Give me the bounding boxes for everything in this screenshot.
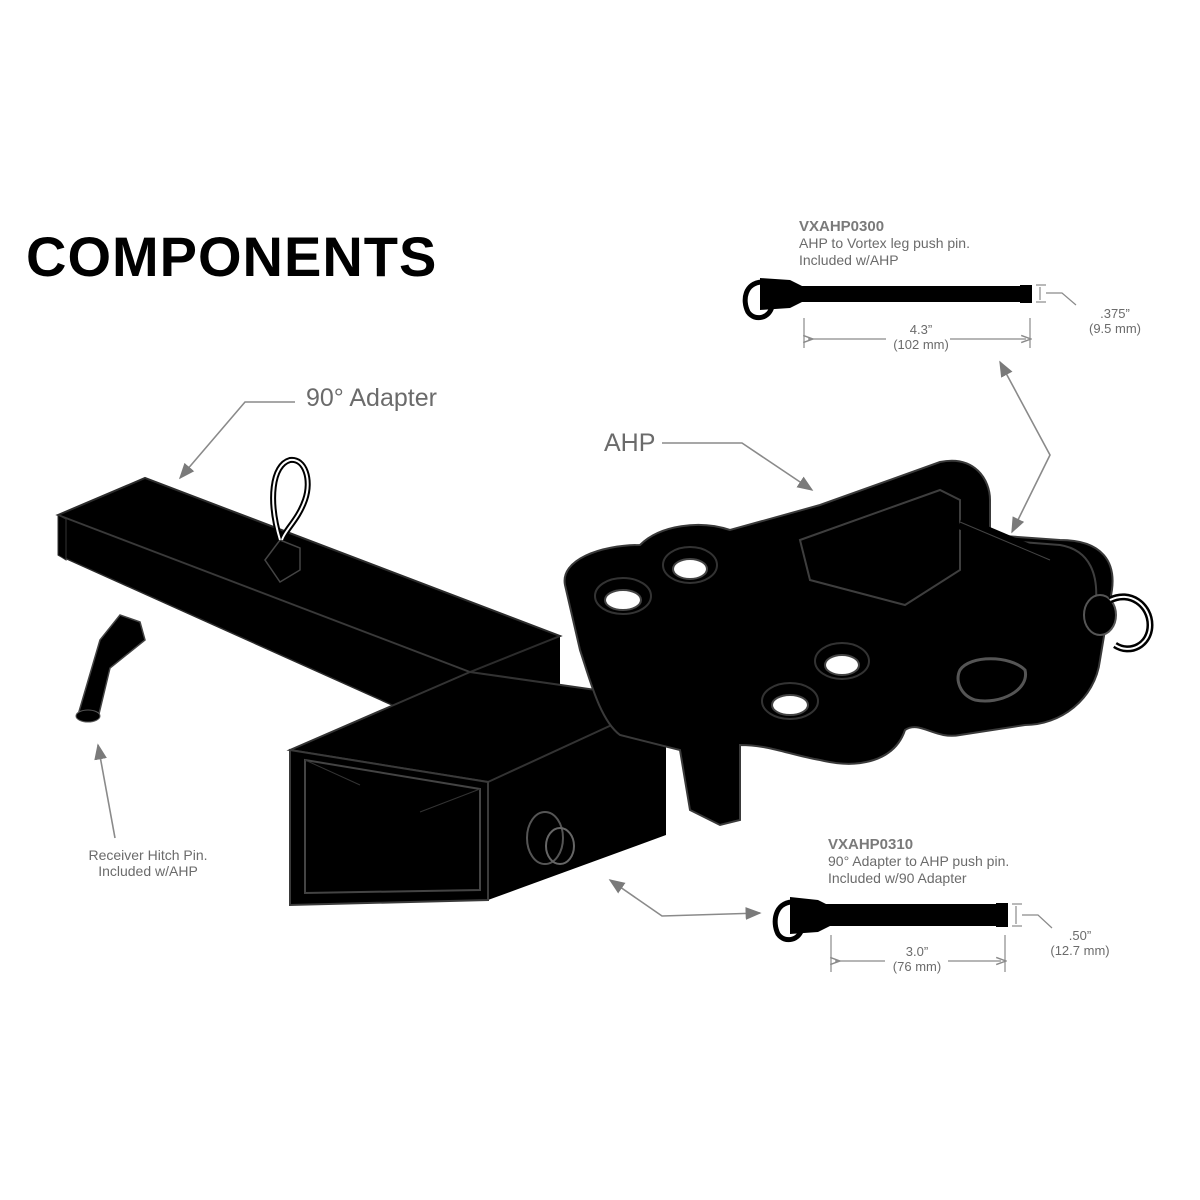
pin-bottom-desc-line1: 90° Adapter to AHP push pin. <box>828 853 1010 869</box>
pin-top-length-in: 4.3” <box>909 322 933 337</box>
pin-top-length-dim <box>804 318 1030 348</box>
pin-bottom-link-arrow <box>608 879 762 920</box>
receiver-pin-label-line1: Receiver Hitch Pin. <box>88 847 208 863</box>
pin-top-diameter-mm: (9.5 mm) <box>1089 321 1141 336</box>
pin-top-info: VXAHP0300 AHP to Vortex leg push pin. In… <box>799 218 970 269</box>
pin-bottom-info: VXAHP0310 90° Adapter to AHP push pin. I… <box>828 836 1009 887</box>
pin-top-diameter-dim <box>1036 284 1077 306</box>
pin-bottom-code: VXAHP0310 <box>828 836 914 853</box>
pin-top-drawing <box>742 278 1032 321</box>
pin-bottom-diameter-mm: (12.7 mm) <box>1050 943 1110 958</box>
receiver-pin-leader-arrow <box>94 743 116 839</box>
pin-bottom-length-label: 3.0” (76 mm) <box>874 944 960 974</box>
pin-bottom-diameter-label: .50” (12.7 mm) <box>1040 928 1120 958</box>
page-title: COMPONENTS <box>26 225 438 288</box>
receiver-pin-label-line2: Included w/AHP <box>98 863 198 879</box>
ahp-leader-arrow <box>662 442 814 491</box>
pin-bottom-length-mm: (76 mm) <box>892 959 942 974</box>
adapter-label: 90° Adapter <box>306 384 437 412</box>
ahp-label: AHP <box>604 429 656 457</box>
pin-top-code: VXAHP0300 <box>799 218 885 235</box>
pin-bottom-length-dim <box>831 935 1005 972</box>
pin-top-length-label: 4.3” (102 mm) <box>876 322 966 352</box>
pin-top-desc-line1: AHP to Vortex leg push pin. <box>799 235 970 251</box>
adapter-leader-arrow <box>178 401 295 480</box>
pin-bottom-desc-line2: Included w/90 Adapter <box>828 870 967 886</box>
receiver-pin-label: Receiver Hitch Pin. Included w/AHP <box>58 847 238 879</box>
pin-bottom-diameter-in: .50” <box>1068 928 1092 943</box>
pin-bottom-drawing <box>772 897 1008 943</box>
ahp-part <box>563 459 1154 827</box>
pin-bottom-length-in: 3.0” <box>905 944 929 959</box>
pin-bottom-diameter-dim <box>1012 903 1053 929</box>
pin-top-link-arrow <box>999 360 1051 534</box>
pin-top-length-mm: (102 mm) <box>893 337 949 352</box>
adapter-part <box>55 457 670 907</box>
pin-top-diameter-label: .375” (9.5 mm) <box>1072 306 1158 336</box>
pin-top-diameter-in: .375” <box>1100 306 1130 321</box>
pin-top-desc-line2: Included w/AHP <box>799 252 899 268</box>
